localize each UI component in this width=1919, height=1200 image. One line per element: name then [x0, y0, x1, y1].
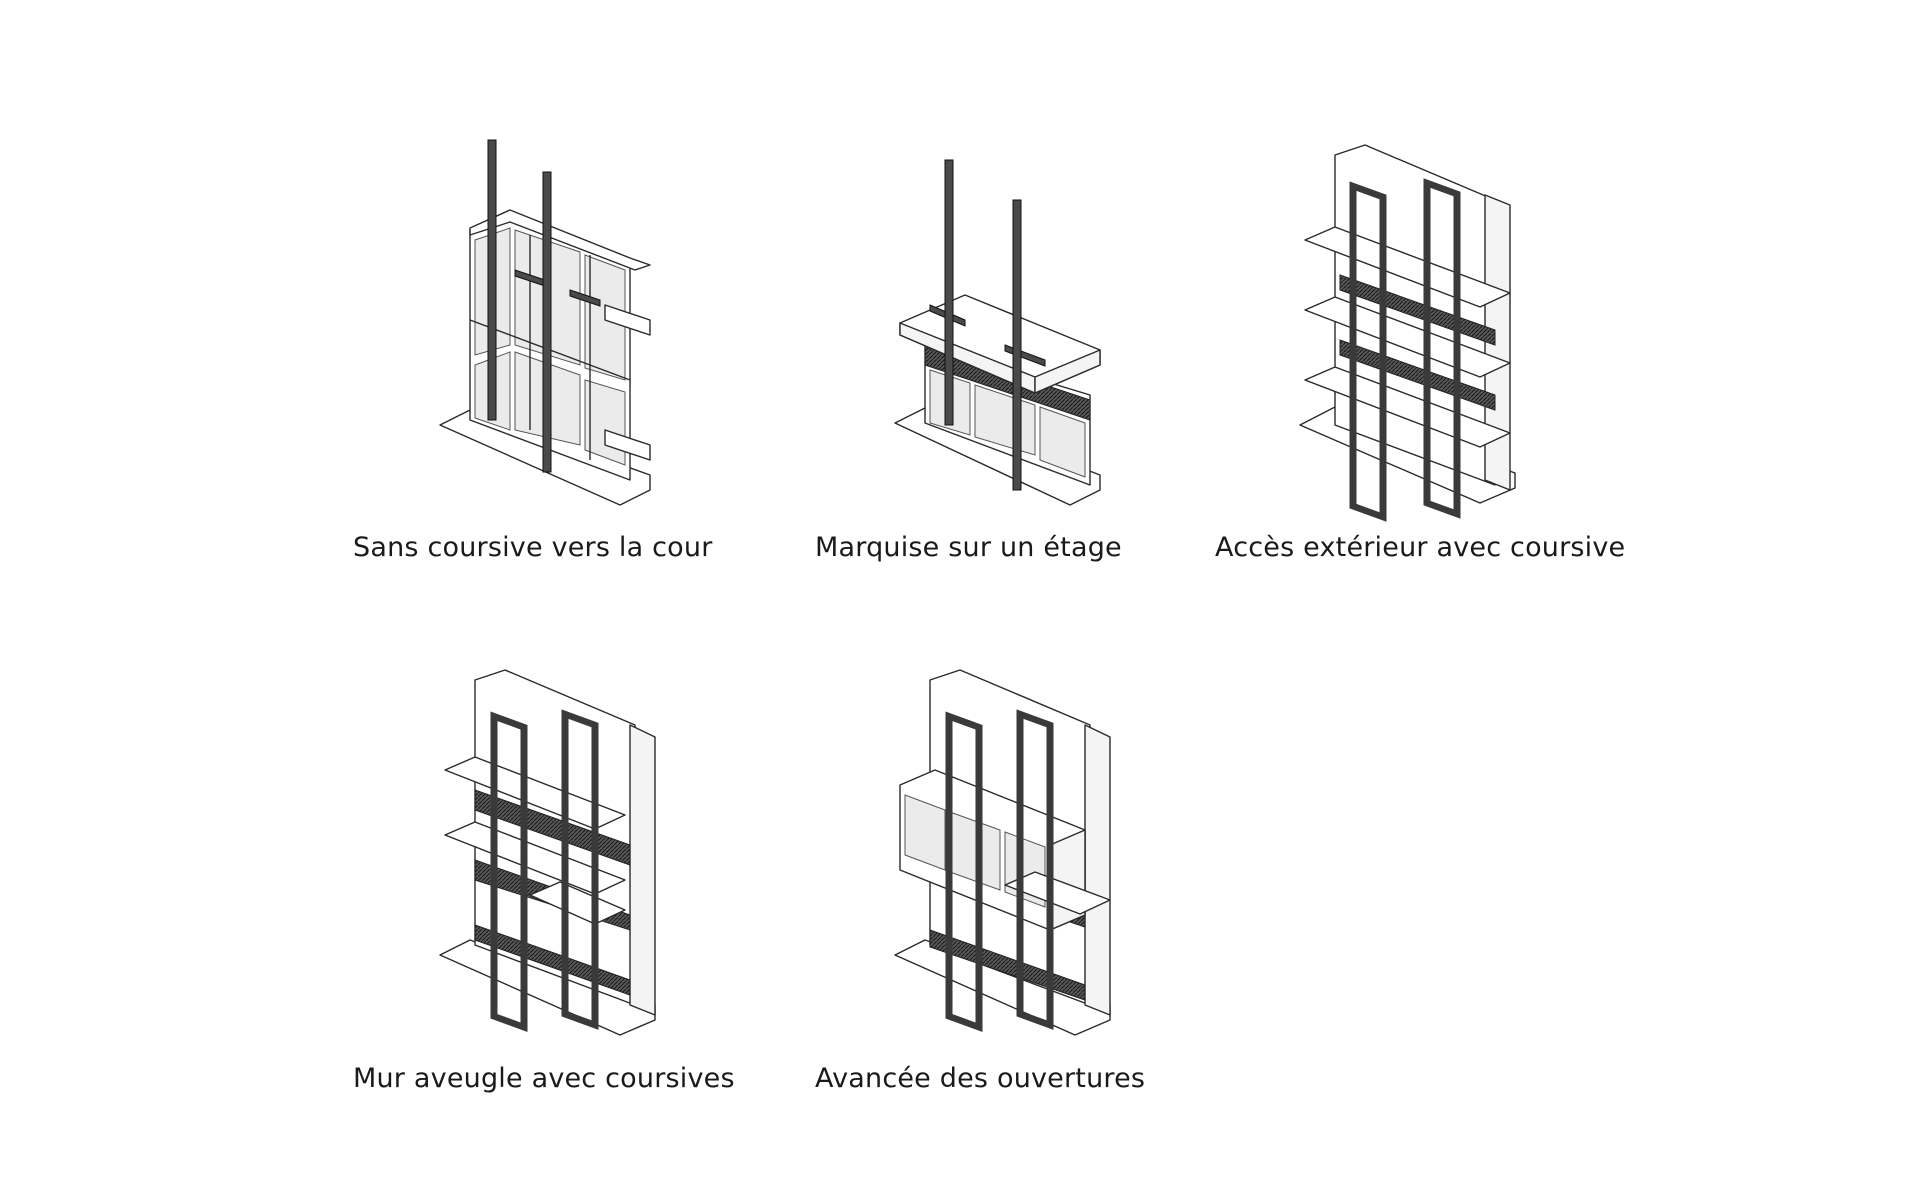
diagram-acces-exterieur: Accès extérieur avec coursive — [1215, 144, 1625, 563]
diagram-sans-coursive: Sans coursive vers la cour — [353, 139, 712, 563]
diagram-caption: Accès extérieur avec coursive — [1215, 532, 1626, 563]
diagram-mur-aveugle: Mur aveugle avec coursives — [353, 665, 735, 1094]
diagram-caption: Marquise sur un étage — [815, 532, 1122, 563]
diagram-caption: Avancée des ouvertures — [815, 1063, 1146, 1094]
axonometric-drawing — [1299, 144, 1516, 522]
diagram-marquise: Marquise sur un étage — [815, 155, 1125, 563]
diagram-caption: Sans coursive vers la cour — [353, 532, 713, 563]
diagram-caption: Mur aveugle avec coursives — [353, 1063, 735, 1094]
axonometric-drawing — [894, 669, 1111, 1036]
diagram-avancee-ouvertures: Avancée des ouvertures — [815, 665, 1145, 1094]
axonometric-drawing — [439, 669, 656, 1036]
axonometric-drawing — [894, 159, 1101, 506]
axonometric-drawing — [439, 139, 651, 506]
